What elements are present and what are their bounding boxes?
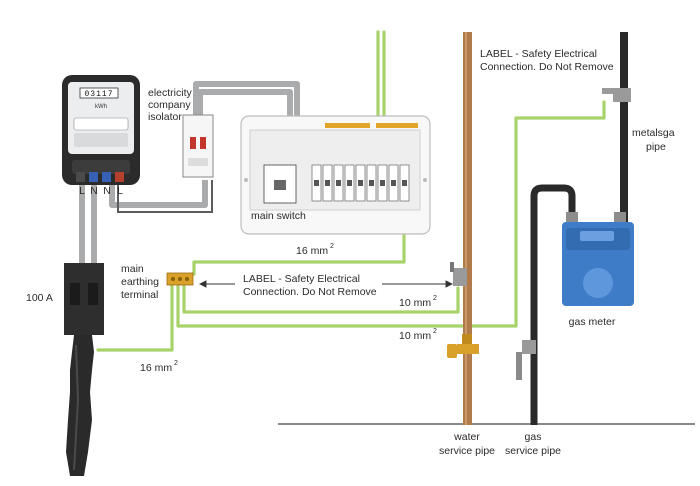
svg-text:LABEL - Safety Electrical: LABEL - Safety Electrical bbox=[243, 273, 360, 285]
terminal-label: L bbox=[79, 185, 85, 197]
main-switch-label: main switch bbox=[251, 210, 306, 222]
safety-label-center: LABEL - Safety Electrical Connection. Do… bbox=[243, 273, 377, 298]
svg-text:Connection. Do Not Remove: Connection. Do Not Remove bbox=[480, 61, 614, 73]
svg-text:main: main bbox=[121, 263, 144, 275]
svg-text:isolator: isolator bbox=[148, 111, 182, 123]
consumer-unit bbox=[240, 115, 431, 235]
stop-valve bbox=[447, 334, 479, 358]
svg-text:2: 2 bbox=[330, 243, 334, 250]
svg-text:electricity: electricity bbox=[148, 87, 193, 99]
gas-pipe-label: gas service pipe bbox=[505, 431, 561, 457]
meter-unit: kWh bbox=[95, 104, 107, 110]
svg-text:terminal: terminal bbox=[121, 289, 158, 301]
svg-text:10 mm: 10 mm bbox=[399, 330, 431, 342]
earthing-terminal-label: main earthing terminal bbox=[121, 263, 159, 301]
gas-meter bbox=[562, 212, 634, 306]
svg-text:gas: gas bbox=[525, 431, 542, 443]
service-cutout bbox=[64, 263, 104, 335]
water-pipe-clamp bbox=[450, 262, 467, 286]
terminal-label: N bbox=[90, 185, 98, 197]
svg-text:2: 2 bbox=[174, 360, 178, 367]
terminal-label: N bbox=[103, 185, 111, 197]
svg-text:earthing: earthing bbox=[121, 276, 159, 288]
svg-text:metalsga: metalsga bbox=[632, 127, 675, 139]
isolator-label: electricity company isolator bbox=[148, 87, 193, 123]
metal-gas-pipe-label: metalsga pipe bbox=[632, 127, 675, 153]
label-strip bbox=[325, 123, 370, 128]
cable-size-16-lower: 16 mm 2 bbox=[140, 360, 178, 374]
svg-text:10 mm: 10 mm bbox=[399, 297, 431, 309]
gas-service-pipe bbox=[530, 184, 576, 425]
svg-text:16 mm: 16 mm bbox=[140, 362, 172, 374]
metal-gas-pipe bbox=[602, 32, 631, 222]
svg-text:LABEL - Safety Electrical: LABEL - Safety Electrical bbox=[480, 48, 597, 60]
svg-text:service pipe: service pipe bbox=[439, 445, 495, 457]
main-earthing-terminal bbox=[166, 272, 194, 286]
meter-reading: 03117 bbox=[84, 90, 113, 99]
fuse-rating: 100 A bbox=[26, 292, 53, 304]
cable-size-10-lower: 10 mm 2 bbox=[399, 328, 437, 342]
water-service-pipe bbox=[463, 32, 472, 425]
svg-text:Connection. Do Not Remove: Connection. Do Not Remove bbox=[243, 286, 377, 298]
cable-size-10-upper: 10 mm 2 bbox=[399, 295, 437, 309]
svg-text:2: 2 bbox=[433, 328, 437, 335]
svg-text:service pipe: service pipe bbox=[505, 445, 561, 457]
label-strip bbox=[376, 123, 418, 128]
svg-text:2: 2 bbox=[433, 295, 437, 302]
svg-text:water: water bbox=[453, 431, 480, 443]
meter-terminal-labels: L N N L bbox=[79, 185, 123, 197]
gas-meter-label: gas meter bbox=[569, 316, 616, 328]
safety-label-top: LABEL - Safety Electrical Connection. Do… bbox=[480, 48, 614, 73]
service-cable bbox=[66, 335, 94, 476]
water-pipe-label: water service pipe bbox=[439, 431, 495, 457]
gas-pipe-clamp bbox=[516, 340, 536, 380]
electricity-meter: 03117 kWh bbox=[62, 75, 140, 185]
cable-size-16-upper: 16 mm 2 bbox=[296, 243, 334, 257]
company-isolator bbox=[182, 114, 214, 178]
center-label-arrows bbox=[198, 280, 454, 288]
terminal-label: L bbox=[117, 185, 123, 197]
svg-text:company: company bbox=[148, 99, 191, 111]
svg-text:16 mm: 16 mm bbox=[296, 245, 328, 257]
svg-text:pipe: pipe bbox=[646, 141, 666, 153]
